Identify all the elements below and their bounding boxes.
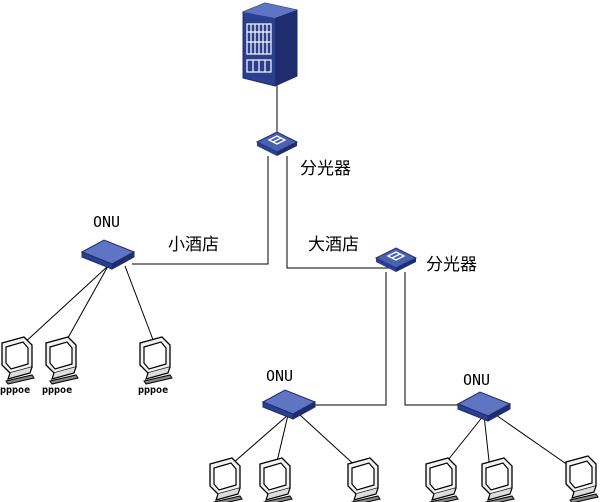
- link-onu-mid-pc6: [299, 414, 361, 471]
- splitter-top-label: 分光器: [300, 159, 351, 179]
- link-onu-right-pc8: [483, 414, 491, 471]
- splitter-right-label: 分光器: [426, 255, 477, 275]
- big-hotel-label: 大酒店: [308, 235, 359, 255]
- pc1-label: pppoe: [0, 385, 31, 396]
- olt-server-icon: [242, 2, 298, 87]
- pc-monitor-icon: [481, 457, 515, 502]
- pc-monitor-icon: [425, 457, 459, 502]
- pc-monitor-icon: [209, 457, 243, 502]
- small-hotel-label: 小酒店: [168, 235, 219, 255]
- onu-left-icon: [81, 239, 135, 270]
- link-splitter-onu-right: [404, 272, 470, 406]
- link-onu-pc3: [124, 265, 156, 346]
- connection-lines: [21, 84, 576, 471]
- pc3-label: pppoe: [138, 385, 169, 396]
- splitter-top-icon: [256, 131, 298, 157]
- pc-monitor-icon: [45, 336, 79, 385]
- link-onu-pc2: [63, 265, 109, 346]
- onu-left-label: ONU: [93, 213, 121, 231]
- onu-right-icon: [457, 391, 511, 422]
- link-splitter-small-hotel: [132, 156, 269, 265]
- pc2-label: pppoe: [42, 385, 73, 396]
- onu-right-label: ONU: [463, 371, 491, 389]
- pc-monitor-icon: [1, 336, 35, 385]
- pc-monitor-icon: [139, 336, 173, 385]
- link-splitter-onu-mid: [310, 272, 387, 406]
- onu-mid-icon: [262, 389, 316, 420]
- pc-monitor-icon: [259, 457, 293, 502]
- pc-monitor-icon: [565, 455, 599, 502]
- pc-monitor-icon: [347, 457, 381, 502]
- link-onu-pc1: [21, 265, 109, 346]
- onu-mid-label: ONU: [266, 367, 294, 385]
- link-onu-right-pc9: [495, 414, 576, 471]
- link-splitter-big-hotel: [286, 156, 392, 269]
